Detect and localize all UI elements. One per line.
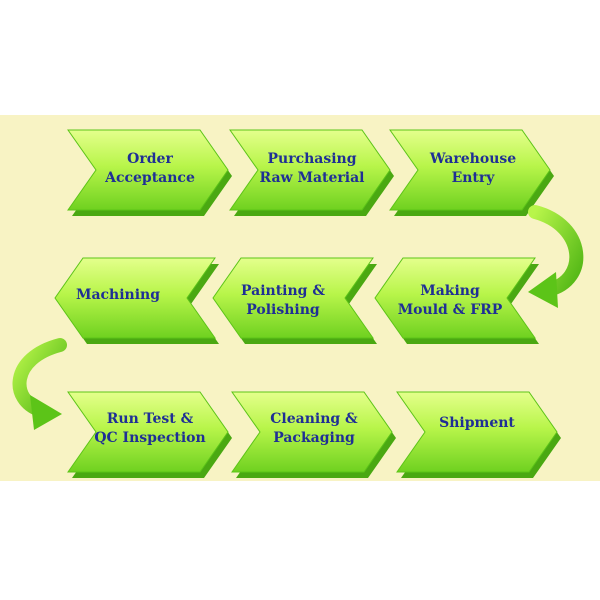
chevron-step-shipment bbox=[396, 391, 561, 478]
step-label-run-test-qc: Run Test & QC Inspection bbox=[80, 410, 220, 448]
step-label-line: Cleaning & bbox=[270, 411, 358, 427]
step-label-cleaning-packaging: Cleaning & Packaging bbox=[244, 410, 384, 448]
chevron-step-painting-polishing bbox=[212, 257, 377, 344]
step-label-line: Acceptance bbox=[105, 170, 195, 186]
step-label-machining: Machining bbox=[48, 286, 188, 305]
chevron-step-cleaning-packaging bbox=[231, 391, 396, 478]
chevron-face bbox=[396, 391, 558, 473]
step-label-line: Painting & bbox=[241, 283, 325, 299]
step-label-line: Machining bbox=[75, 287, 161, 303]
step-label-line: Run Test & bbox=[106, 411, 194, 427]
step-label-line: Making bbox=[420, 283, 480, 299]
step-label-line: Raw Material bbox=[259, 170, 365, 186]
chevron-face bbox=[374, 257, 536, 339]
curved-arrow-icon bbox=[12, 338, 67, 430]
step-label-shipment: Shipment bbox=[407, 414, 547, 433]
chevron-step-purchasing-raw-material bbox=[229, 129, 394, 216]
step-label-line: Mould & FRP bbox=[397, 302, 503, 318]
step-label-line: Warehouse bbox=[429, 151, 517, 167]
chevron-face bbox=[229, 129, 391, 211]
chevron-step-warehouse-entry bbox=[389, 129, 554, 216]
chevron-face bbox=[212, 257, 374, 339]
chevron-step-making-mould-frp bbox=[374, 257, 539, 344]
step-label-line: Purchasing bbox=[267, 151, 357, 167]
chevron-step-order-acceptance bbox=[67, 129, 232, 216]
step-label-line: Shipment bbox=[439, 415, 515, 431]
step-label-line: Entry bbox=[451, 170, 495, 186]
chevron-face bbox=[67, 391, 229, 473]
step-label-line: Packaging bbox=[273, 430, 355, 446]
chevron-face bbox=[67, 129, 229, 211]
curved-arrow-icon bbox=[528, 205, 584, 308]
chevron-face bbox=[54, 257, 216, 339]
step-label-line: Polishing bbox=[246, 302, 320, 318]
chevron-face bbox=[231, 391, 393, 473]
chevron-face bbox=[389, 129, 551, 211]
step-label-line: QC Inspection bbox=[94, 430, 206, 446]
step-label-line: Order bbox=[127, 151, 173, 167]
step-label-painting-polishing: Painting & Polishing bbox=[213, 282, 353, 320]
chevron-step-machining bbox=[54, 257, 219, 344]
chevron-step-run-test-qc bbox=[67, 391, 232, 478]
